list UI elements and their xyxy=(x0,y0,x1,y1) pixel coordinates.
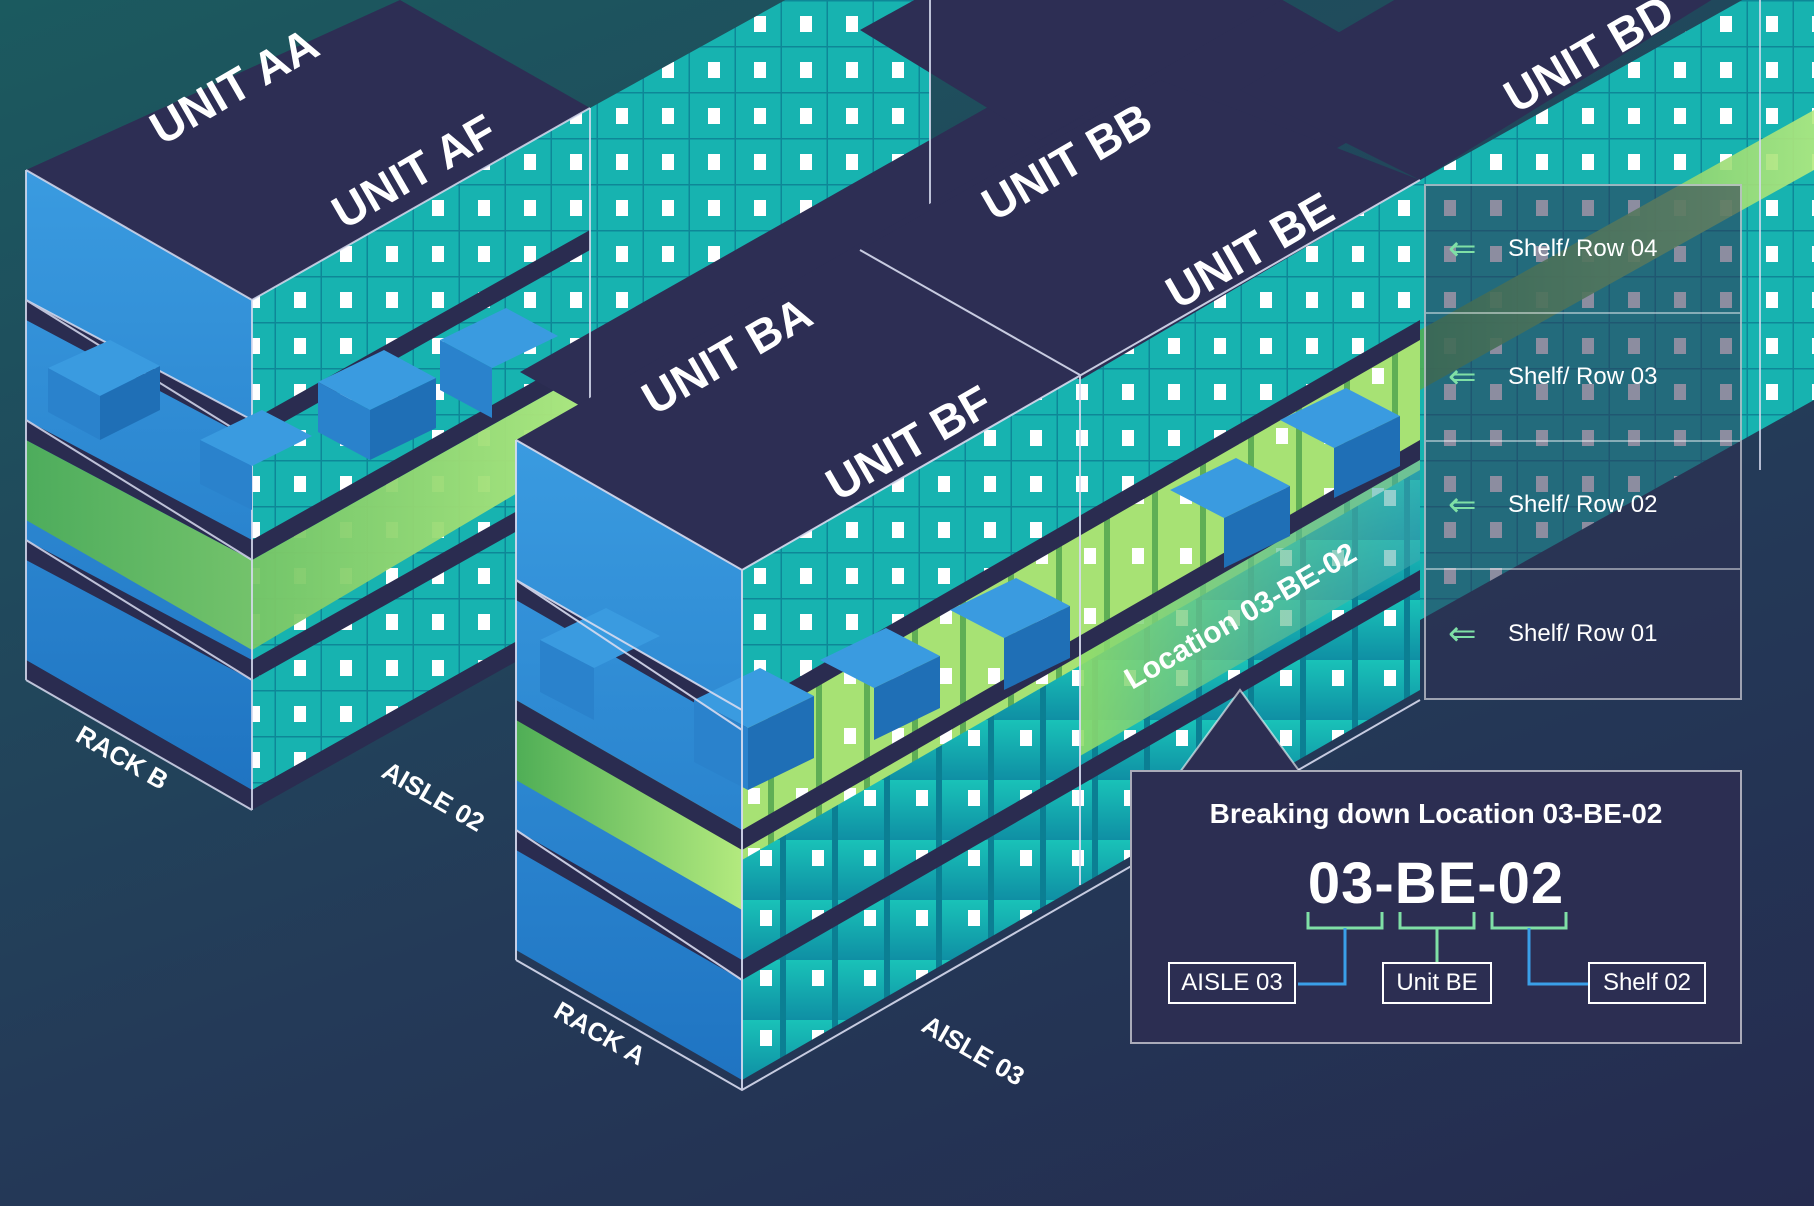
arrow-left-icon: ⇐ xyxy=(1448,229,1477,269)
aisle-tag: AISLE 03 xyxy=(1168,962,1296,1004)
rack-b-green-band xyxy=(26,370,590,650)
location-code: 03-BE-02 xyxy=(1307,851,1565,916)
shelf-row-label: Shelf/ Row 04 xyxy=(1508,235,1658,262)
shelf-row-item: ⇐ Shelf/ Row 04 xyxy=(1426,186,1740,314)
arrow-left-icon: ⇐ xyxy=(1448,614,1477,654)
unit-tag: Unit BE xyxy=(1382,962,1492,1004)
arrow-left-icon: ⇐ xyxy=(1448,357,1477,397)
location-breakdown-panel: Breaking down Location 03-BE-02 03-BE-02… xyxy=(1130,770,1742,1044)
rack-a-boxes xyxy=(540,388,1400,790)
shelf-row-item: ⇐ Shelf/ Row 02 xyxy=(1426,442,1740,570)
location-highlight xyxy=(1080,446,1420,756)
shelf-row-item: ⇐ Shelf/ Row 01 xyxy=(1426,570,1740,698)
shelf-row-label: Shelf/ Row 03 xyxy=(1508,363,1658,390)
rack-b xyxy=(25,0,591,811)
shelf-tag: Shelf 02 xyxy=(1588,962,1706,1004)
shelf-row-label: Shelf/ Row 02 xyxy=(1508,491,1658,518)
rack-a-left-face xyxy=(516,440,742,1080)
bd-top xyxy=(1240,0,1712,180)
rack-a xyxy=(515,80,1421,1092)
breakdown-connectors xyxy=(1298,912,1588,986)
rack-b-top xyxy=(26,0,590,300)
shelf-row-label: Shelf/ Row 01 xyxy=(1508,620,1658,647)
shelf-row-item: ⇐ Shelf/ Row 03 xyxy=(1426,314,1740,442)
shelf-row-legend: ⇐ Shelf/ Row 04 ⇐ Shelf/ Row 03 ⇐ Shelf/… xyxy=(1424,184,1742,700)
aisle-03-label: AISLE 03 xyxy=(917,1009,1030,1091)
arrow-left-icon: ⇐ xyxy=(1448,485,1477,525)
rack-b-boxes xyxy=(48,308,558,510)
breakdown-title: Breaking down Location 03-BE-02 xyxy=(1209,798,1663,829)
aisle-02-label: AISLE 02 xyxy=(377,755,490,837)
